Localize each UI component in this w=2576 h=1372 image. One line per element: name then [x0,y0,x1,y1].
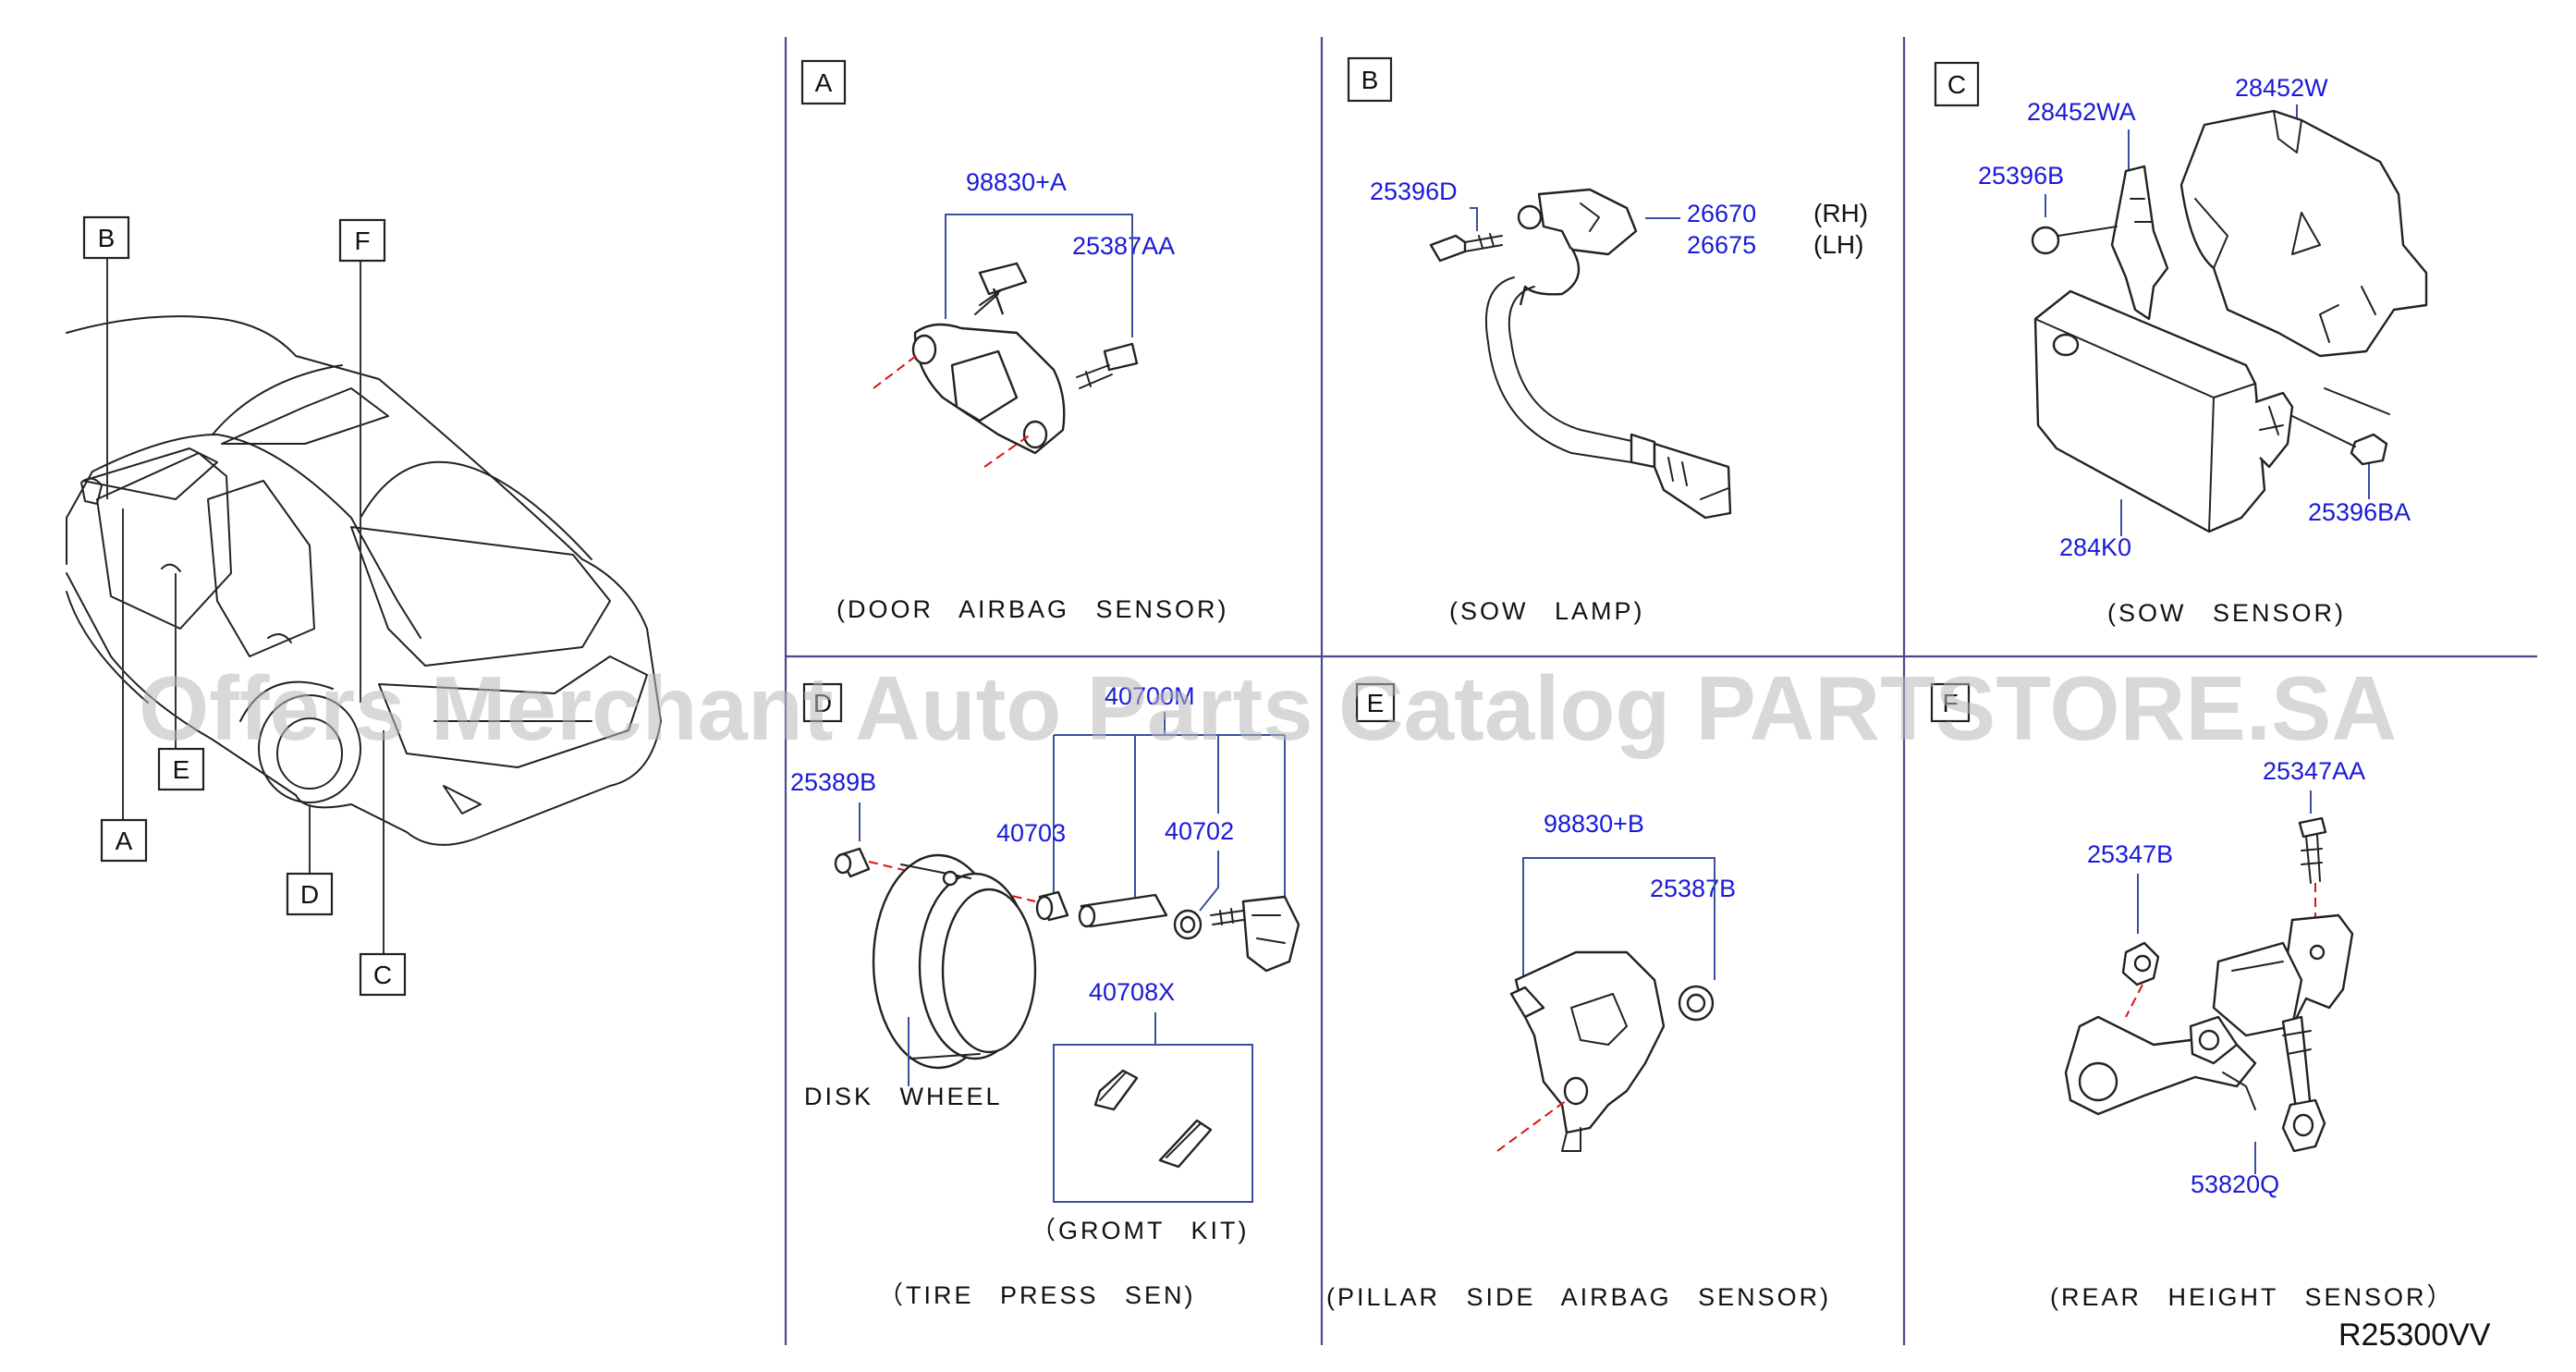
part-28452wa: 28452WA [2027,98,2136,126]
part-40703: 40703 [996,819,1066,847]
door-airbag-sensor-drawing [873,262,1139,468]
marker-f-label: F [354,227,370,255]
label-lh: (LH) [1813,230,1863,259]
panel-d-marker: D [813,689,832,717]
part-26670: 26670 [1687,200,1756,227]
label-rh: (RH) [1813,199,1868,227]
panel-f: F 25347AA 25347B 53820Q [1930,682,2455,1311]
part-98830a: 98830+A [966,168,1067,196]
panel-c-marker-box [1934,61,1980,107]
caption-gromet-kit: （GROMT KIT) [1031,1217,1250,1244]
marker-b-label: B [98,224,116,252]
caption-rear-height-sensor: (REAR HEIGHT SENSOR） [2050,1283,2455,1311]
marker-e-label: E [173,755,190,784]
panel-c-marker: C [1947,70,1966,99]
pillar-airbag-sensor-drawing [1496,950,1715,1152]
marker-a-label: A [116,827,133,855]
rear-height-sensor-drawing [2064,816,2354,1153]
vehicle-overview: B F E A D C [66,215,662,997]
panel-e-marker: E [1367,689,1385,717]
marker-c-label: C [373,961,392,989]
part-40700m: 40700M [1105,682,1195,710]
sow-lamp-drawing [1429,188,1732,520]
tire-pressure-sensor-drawing [834,847,1300,1070]
gromet-kit-drawing [1093,1069,1213,1169]
part-25347aa: 25347AA [2263,757,2365,785]
part-284k0: 284K0 [2059,533,2131,561]
panel-b-marker: B [1361,66,1379,94]
part-25396d: 25396D [1370,178,1458,205]
callout-leaders [106,257,385,954]
marker-d-label: D [300,880,319,909]
panel-d: D 40700M 25389B 40703 40702 40708X [790,682,1300,1309]
part-25347b: 25347B [2087,840,2173,868]
caption-tire-press-sen: （TIRE PRESS SEN) [878,1281,1196,1309]
panel-f-marker: F [1942,689,1958,717]
marker-d: D [286,872,334,916]
panel-a: A 98830+A 25387AA (DOOR AIRBAG SENSOR) [800,59,1229,623]
caption-sow-sensor: (SOW SENSOR) [2107,599,2346,627]
part-26675: 26675 [1687,231,1756,259]
part-25389b: 25389B [790,768,876,796]
panel-e: E 98830+B 25387B (PILLAR SIDE AIRBAG SEN… [1326,682,1831,1311]
part-98830b: 98830+B [1544,810,1644,838]
panel-f-marker-box [1930,682,1971,723]
part-disk-wheel: DISK WHEEL [804,1083,1003,1110]
caption-pillar-side-airbag-sensor: (PILLAR SIDE AIRBAG SENSOR) [1326,1283,1831,1311]
marker-e: E [157,747,205,791]
part-25387aa: 25387AA [1072,232,1175,260]
caption-door-airbag-sensor: (DOOR AIRBAG SENSOR) [836,595,1229,623]
panel-a-marker: A [815,68,833,97]
panel-grid [784,37,2537,1345]
sow-sensor-drawing [2031,109,2428,533]
panel-b: B 25396D 26670 26675 (RH) (LH) (SOW LAMP… [1347,56,1868,625]
part-40708x: 40708X [1089,978,1175,1006]
panel-d-marker-box [802,682,843,723]
marker-a: A [100,818,148,863]
part-53820q: 53820Q [2191,1170,2279,1198]
watermark: Offers Merchant Auto Parts Catalog PARTS… [139,657,2397,759]
marker-f: F [338,218,386,263]
marker-c: C [359,952,407,997]
panel-a-marker-box [800,59,847,105]
car-body-outline [66,315,662,846]
caption-sow-lamp: (SOW LAMP) [1449,597,1645,625]
gromet-kit-box [1053,1044,1253,1203]
part-25396ba: 25396BA [2308,498,2411,526]
part-40702: 40702 [1165,817,1234,845]
panel-e-marker-box [1355,682,1396,723]
diagram-code: R25300VV [2338,1317,2491,1353]
panel-c: C 28452WA 28452W 25396B 284K0 25396BA [1934,61,2428,627]
part-25396b: 25396B [1978,162,2064,190]
panel-b-marker-box [1347,56,1393,103]
part-25387b: 25387B [1650,875,1736,902]
part-28452w: 28452W [2235,74,2328,102]
marker-b: B [82,215,130,260]
